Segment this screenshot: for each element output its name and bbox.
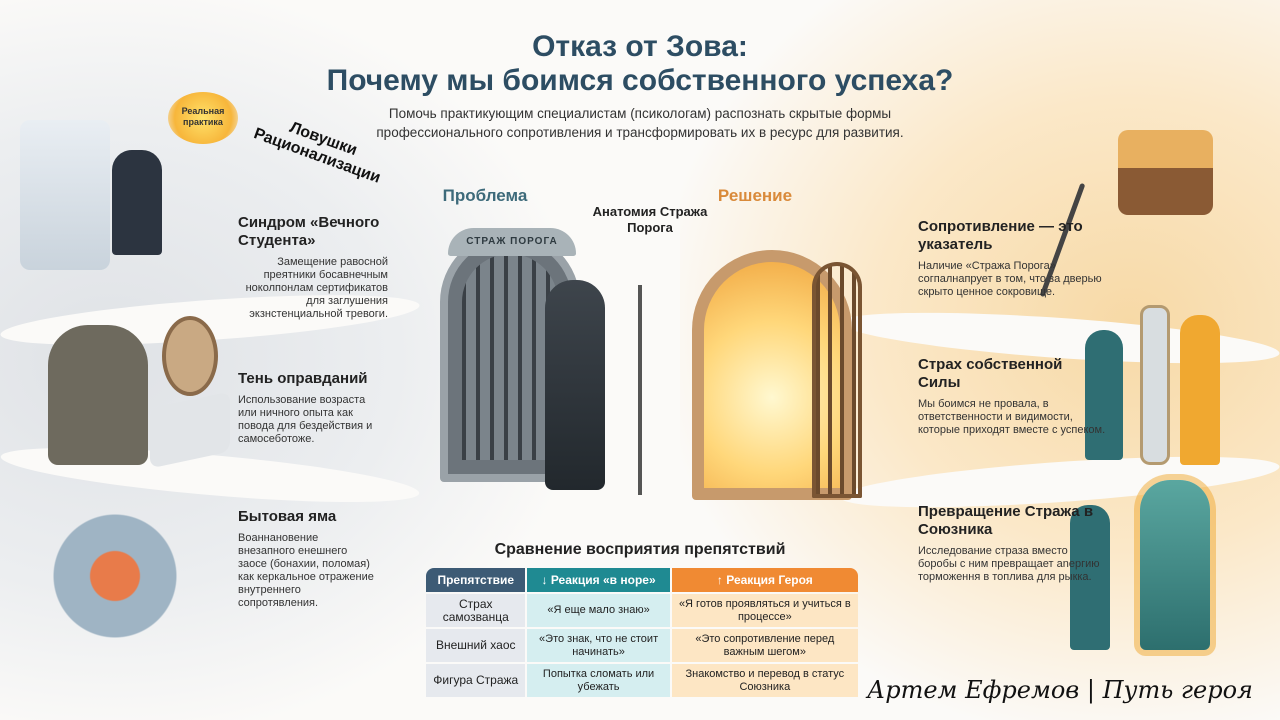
table-cell: Попытка сломать или убежать — [527, 664, 670, 697]
mirror-illustration — [1140, 305, 1170, 465]
item-title: Страх собственной Силы — [918, 356, 1063, 391]
table-cell: Страх самозванца — [426, 594, 526, 627]
treasure-chest-illustration — [1118, 130, 1213, 215]
page-title: Отказ от Зова: — [532, 30, 748, 63]
man-handshake-illustration — [1070, 505, 1110, 650]
item-title: Тень оправданий — [238, 370, 368, 387]
item-desc: Замещение равосной прeятники босавнечным… — [245, 256, 388, 320]
table-cell: «Я еще мало знаю» — [527, 594, 670, 627]
item-title: Бытовая яма — [238, 508, 337, 525]
table-row: Фигура Стража Попытка сломать или убежат… — [426, 664, 858, 697]
open-door-illustration — [812, 262, 862, 498]
item-desc: Воаннановение внезапного енешнего заосе … — [238, 532, 374, 609]
table-cell: «Я готов проявляться и учиться в процесс… — [671, 594, 858, 627]
item-title: Превращение Стража в Союзника — [918, 503, 1094, 538]
certificates-illustration — [20, 120, 110, 270]
solution-label: Решение — [717, 186, 793, 205]
real-practice-badge: Реальная практика — [168, 92, 238, 144]
subtitle-line: Помочь практикующим специалистам (псикол… — [388, 106, 892, 121]
comparison-table: Препятствие ↓ Реакция «в норе» ↑ Реакция… — [424, 566, 860, 699]
gate-banner: СТРАЖ ПОРОГА — [448, 228, 576, 256]
author-signature: Артем Ефремов | Путь героя — [867, 676, 1253, 704]
student-figure-illustration — [112, 150, 162, 255]
subtitle-line: профессионального сопротивления и трансф… — [376, 125, 904, 140]
golden-figure-illustration — [1180, 315, 1220, 465]
mirror-illustration — [162, 316, 218, 396]
item-desc: Мы боимся не провала, в ответственности … — [918, 398, 1106, 436]
man-figure-illustration — [1085, 330, 1123, 460]
right-item-resistance-pointer: Сопротивление — это указатель Наличие «С… — [918, 218, 1108, 299]
header-burrow-reaction: ↓ Реакция «в норе» — [527, 568, 670, 592]
table-row: Внешний хаос «Это знак, что не стоит нач… — [426, 629, 858, 662]
header-obstacle: Препятствие — [426, 568, 526, 592]
table-cell: Внешний хаос — [426, 629, 526, 662]
item-title: Сопротивление — это указатель — [918, 218, 1083, 253]
subtitle: Помочь практикующим специалистам (псикол… — [340, 104, 940, 142]
left-item-eternal-student: Синдром «Вечного Студента» Замещение рав… — [238, 214, 388, 321]
ally-guardian-illustration — [1140, 480, 1210, 650]
page-title-2: Почему мы боимся собственного успеха? — [326, 64, 954, 97]
gate-bars — [462, 254, 558, 460]
item-desc: Наличие «Стража Порога» согпалнапрует в … — [918, 260, 1102, 298]
item-desc: Исследование страза вместо боробы с ним … — [918, 545, 1100, 583]
left-item-shadow-excuses: Тень оправданий Использование возраста и… — [238, 370, 378, 446]
table-header-row: Препятствие ↓ Реакция «в норе» ↑ Реакция… — [426, 568, 858, 592]
right-item-guardian-ally: Превращение Стража в Союзника Исследован… — [918, 503, 1108, 584]
table-cell: «Это знак, что не стоит начинать» — [527, 629, 670, 662]
chaos-illustration — [20, 480, 210, 640]
anatomy-label: Анатомия Стража Порога — [592, 204, 708, 235]
table-row: Страх самозванца «Я еще мало знаю» «Я го… — [426, 594, 858, 627]
comparison-table-title: Сравнение восприятия препятствий — [494, 541, 786, 558]
left-item-household-pit: Бытовая яма Воаннановение внезапного ене… — [238, 508, 378, 610]
header-hero-reaction: ↑ Реакция Героя — [671, 568, 858, 592]
table-cell: Знакомство и перевод в статус Союзника — [671, 664, 858, 697]
table-cell: «Это сопротивление перед важным шегом» — [671, 629, 858, 662]
item-desc: Использование возраста или ничного опыта… — [238, 394, 373, 445]
problem-label: Проблема — [442, 186, 528, 205]
table-cell: Фигура Стража — [426, 664, 526, 697]
spear-icon — [638, 285, 642, 495]
right-item-fear-of-power: Страх собственной Силы Мы боимся не пров… — [918, 356, 1108, 437]
item-title: Синдром «Вечного Студента» — [238, 214, 380, 249]
guardian-knight-illustration — [545, 280, 605, 490]
cloaked-figure-illustration — [48, 325, 148, 465]
